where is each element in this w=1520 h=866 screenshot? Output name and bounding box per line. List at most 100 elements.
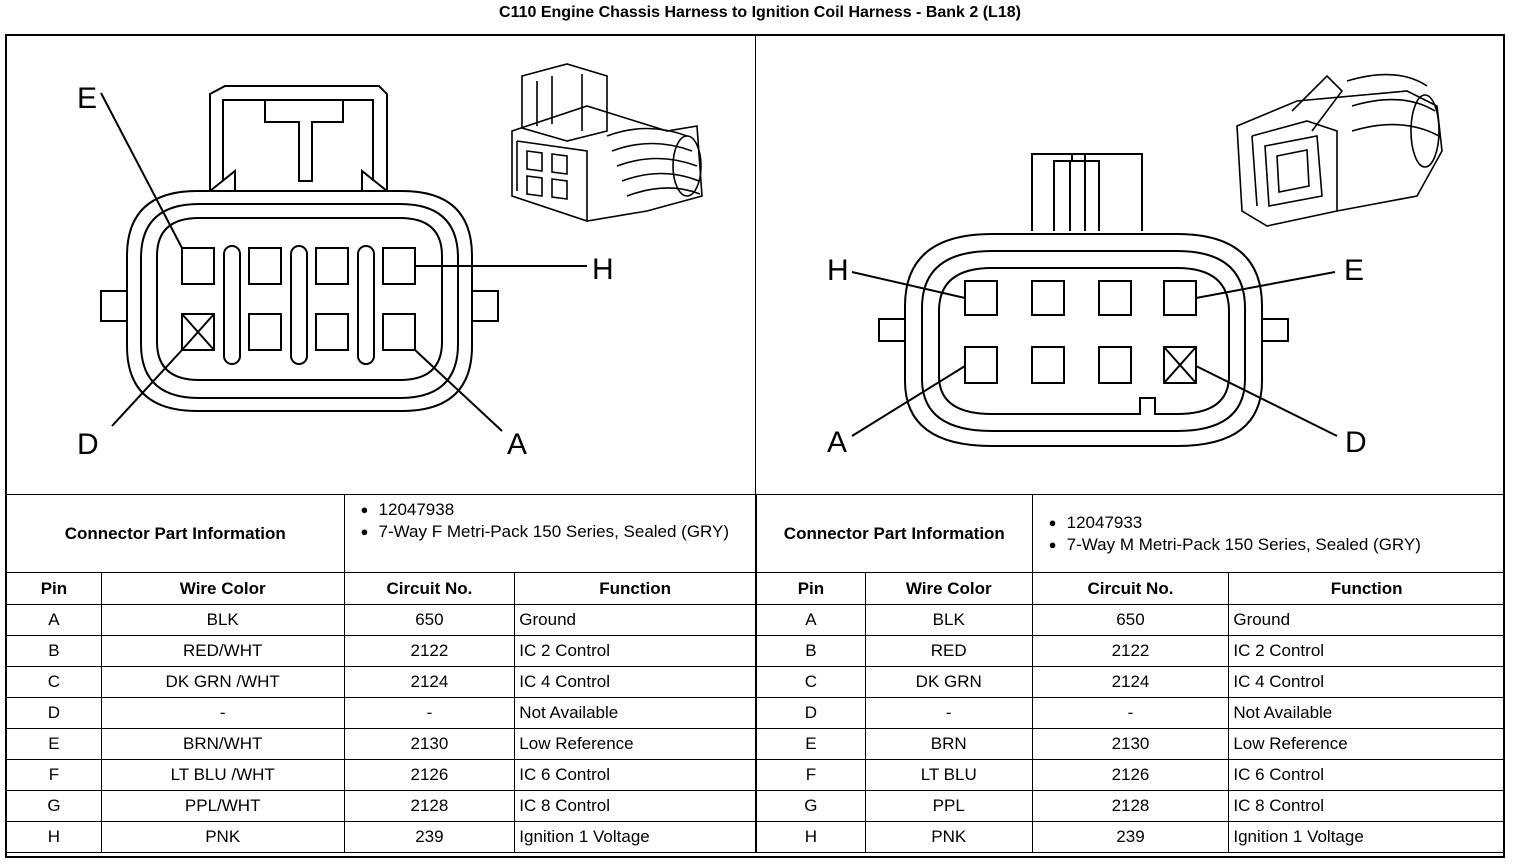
wire-color-cell: BRN/WHT [100,728,345,760]
function-cell: Not Available [514,697,756,729]
male-connector-face [851,153,1338,447]
wire-color-cell: RED/WHT [100,635,345,667]
left-header-row: Pin Wire Color Circuit No. Function [6,572,756,605]
circuit-cell: 2128 [343,790,516,822]
pin-cell: E [6,728,102,760]
right-part-number: 12047933 [1039,512,1498,534]
function-cell: Ignition 1 Voltage [514,821,756,853]
right-header-row: Pin Wire Color Circuit No. Function [756,572,1505,605]
pin-cell: G [756,790,866,822]
circuit-cell: 2126 [1031,759,1230,791]
function-cell: IC 2 Control [514,635,756,667]
wire-color-cell: - [100,697,345,729]
left-info-label: Connector Part Information [6,494,345,573]
wire-color-cell: BLK [864,604,1033,636]
right-header-circuit: Circuit No. [1031,572,1230,605]
wire-color-cell: RED [864,635,1033,667]
circuit-cell: - [1031,697,1230,729]
function-cell: Low Reference [514,728,756,760]
function-cell: IC 4 Control [514,666,756,698]
female-connector-isometric [511,63,703,222]
right-info-row: Connector Part Information 12047933 7-Wa… [756,494,1506,573]
male-connector-isometric [1236,73,1443,227]
wire-color-cell: BLK [100,604,345,636]
table-row: D--Not Available [6,697,756,729]
function-cell: Ground [514,604,756,636]
circuit-cell: 2130 [343,728,516,760]
circuit-cell: 2122 [1031,635,1230,667]
circuit-cell: 2122 [343,635,516,667]
pin-cell: A [756,604,866,636]
right-part-description: 7-Way M Metri-Pack 150 Series, Sealed (G… [1039,534,1498,556]
function-cell: IC 6 Control [514,759,756,791]
right-label-a: A [827,426,847,459]
circuit-cell: 2130 [1031,728,1230,760]
wire-color-cell: PPL [864,790,1033,822]
right-header-function: Function [1228,572,1505,605]
wire-color-cell: - [864,697,1033,729]
pin-cell: D [756,697,866,729]
left-label-d: D [77,428,99,461]
connector-drawings: E H D A H E A D [77,63,1443,461]
right-label-h: H [827,254,849,287]
pin-cell: D [6,697,102,729]
left-label-h: H [592,253,614,286]
pin-cell: B [6,635,102,667]
right-label-d: D [1345,426,1367,459]
function-cell: IC 8 Control [1228,790,1505,822]
pin-cell: C [6,666,102,698]
function-cell: IC 4 Control [1228,666,1505,698]
wire-color-cell: DK GRN /WHT [100,666,345,698]
circuit-cell: 2124 [343,666,516,698]
left-info-row: Connector Part Information 12047938 7-Wa… [6,494,757,573]
wire-color-cell: LT BLU [864,759,1033,791]
left-label-e: E [77,82,97,115]
wire-color-cell: BRN [864,728,1033,760]
pin-cell: H [6,821,102,853]
left-label-a: A [507,428,527,461]
right-info-list: 12047933 7-Way M Metri-Pack 150 Series, … [1031,494,1506,573]
wire-color-cell: PNK [100,821,345,853]
right-header-wire: Wire Color [864,572,1033,605]
pin-cell: F [6,759,102,791]
function-cell: IC 8 Control [514,790,756,822]
function-cell: IC 6 Control [1228,759,1505,791]
wire-color-cell: LT BLU /WHT [100,759,345,791]
circuit-cell: 239 [343,821,516,853]
circuit-cell: 650 [343,604,516,636]
left-header-circuit: Circuit No. [343,572,516,605]
wire-color-cell: DK GRN [864,666,1033,698]
circuit-cell: 2124 [1031,666,1230,698]
circuit-cell: 2126 [343,759,516,791]
right-info-label: Connector Part Information [756,494,1033,573]
function-cell: IC 2 Control [1228,635,1505,667]
left-info-list: 12047938 7-Way F Metri-Pack 150 Series, … [343,494,757,573]
function-cell: Not Available [1228,697,1505,729]
pin-cell: C [756,666,866,698]
left-part-number: 12047938 [351,499,749,521]
center-divider [755,34,756,574]
right-header-pin: Pin [756,572,866,605]
circuit-cell: - [343,697,516,729]
circuit-cell: 2128 [1031,790,1230,822]
page-title: C110 Engine Chassis Harness to Ignition … [499,4,1021,21]
left-header-pin: Pin [6,572,102,605]
function-cell: Ground [1228,604,1505,636]
right-label-e: E [1344,254,1364,287]
circuit-cell: 239 [1031,821,1230,853]
function-cell: Low Reference [1228,728,1505,760]
pin-cell: G [6,790,102,822]
pin-cell: B [756,635,866,667]
